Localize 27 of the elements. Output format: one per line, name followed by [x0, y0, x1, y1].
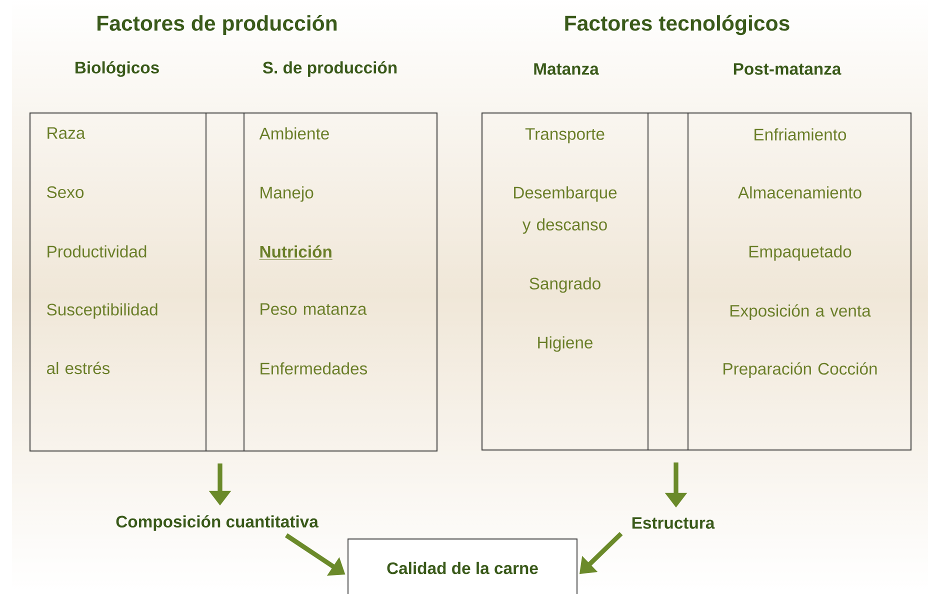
result-label: Estructura — [632, 517, 715, 529]
factor-item: Enfermedades — [260, 362, 368, 375]
factor-item: Preparación Cocción — [724, 362, 877, 378]
factor-item: Sangrado — [530, 277, 600, 293]
result-label: Composición cuantitativa — [116, 515, 318, 531]
heading: Factores de producción — [98, 14, 337, 36]
factor-item: Exposición a venta — [730, 304, 871, 320]
factor-item: Nutrición — [259, 245, 333, 260]
column-heading: Post-matanza — [734, 63, 842, 75]
column-heading: Biológicos — [76, 61, 159, 77]
factor-item: Ambiente — [259, 127, 329, 140]
factor-item: Peso matanza — [260, 303, 367, 315]
factor-item: Almacenamiento — [738, 186, 862, 199]
factor-item: Sexo — [47, 186, 84, 198]
factor-item: Higiene — [538, 336, 592, 352]
factor-item: Transporte — [525, 128, 604, 144]
column-heading: Matanza — [534, 63, 599, 75]
factor-item: Manejo — [260, 186, 314, 202]
factor-item: Enfriamiento — [754, 128, 846, 141]
factor-item: Empaquetado — [749, 245, 852, 261]
factor-item: Susceptibilidad al estrés — [46, 303, 158, 374]
column-heading: S. de producción — [262, 61, 397, 77]
result-box: Calidad de la carne — [348, 538, 578, 594]
heading: Factores tecnológicos — [565, 14, 790, 36]
factor-item: Desembarque y descanso — [514, 186, 617, 234]
factor-item: Productividad — [48, 245, 146, 258]
factor-item: Raza — [48, 127, 86, 139]
